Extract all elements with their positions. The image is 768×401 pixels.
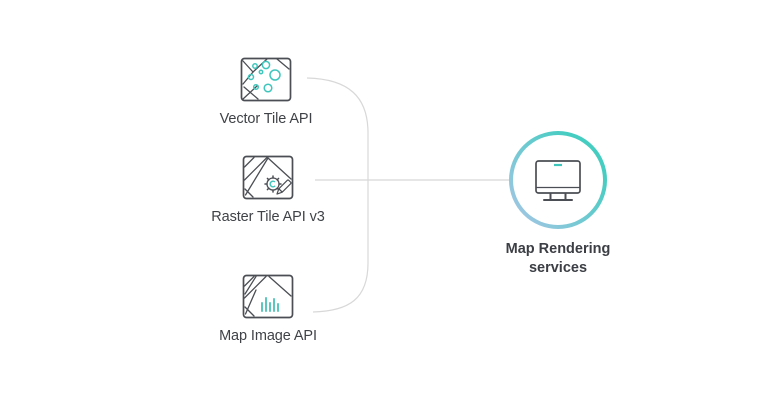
- node-label: Vector Tile API: [219, 111, 313, 127]
- map-tile-chart-bars-icon: [242, 274, 294, 319]
- map-rendering-services-circle: [509, 131, 607, 229]
- map-tile-poi-dots-icon: [240, 57, 292, 102]
- monitor-icon: [535, 160, 581, 201]
- target-label-line1: Map Rendering: [505, 241, 611, 257]
- node-vector-tile-api: Vector Tile API: [186, 57, 346, 128]
- map-tile-gear-pencil-icon: [242, 155, 294, 200]
- target-label-line2: services: [528, 260, 588, 276]
- node-label: Map Image API: [219, 328, 317, 344]
- map-rendering-services-label: Map Rendering services: [478, 240, 638, 278]
- node-map-image-api: Map Image API: [188, 274, 348, 345]
- node-raster-tile-api-v3: Raster Tile API v3: [188, 155, 348, 226]
- node-label: Raster Tile API v3: [211, 209, 325, 225]
